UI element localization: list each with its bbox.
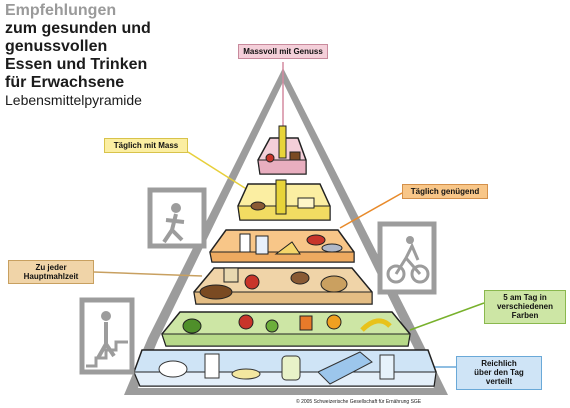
label-fuenf-am-tag: 5 am Tag in verschiedenen Farben bbox=[484, 290, 566, 324]
label-taeglich-genuegend: Täglich genügend bbox=[402, 184, 488, 200]
cyclist-pictogram bbox=[377, 221, 437, 295]
water-tap-icon bbox=[204, 353, 220, 379]
label-massvoll-text: Massvoll mit Genuss bbox=[243, 47, 323, 56]
copyright-credit: © 2005 Schweizerische Gesellschaft für E… bbox=[296, 399, 422, 405]
label-taeglich-genuegend-text: Täglich genügend bbox=[410, 187, 480, 196]
stairs-icon bbox=[86, 340, 128, 368]
soup-plate-icon bbox=[231, 368, 261, 380]
stairs-pictogram bbox=[147, 187, 207, 249]
label-hauptmahlzeit: Zu jeder Hauptmahlzeit bbox=[8, 260, 94, 285]
bread-loaf-icon bbox=[320, 275, 348, 293]
connector-taeglich-mass bbox=[187, 151, 249, 191]
tier-sweets bbox=[257, 125, 307, 175]
meat-icon bbox=[306, 234, 326, 246]
nuts-icon bbox=[250, 201, 266, 211]
title-line-2: zum gesunden und bbox=[5, 19, 151, 37]
connector-hauptmahlzeit bbox=[93, 271, 203, 277]
connector-taeglich-genuegend bbox=[339, 192, 403, 229]
chocolate-icon bbox=[289, 151, 301, 161]
title-line-3: genussvollen bbox=[5, 37, 108, 55]
teacup-icon bbox=[158, 360, 188, 378]
yogurt-icon bbox=[255, 235, 269, 255]
crispbread-icon bbox=[223, 267, 239, 283]
water-bottle-icon bbox=[317, 351, 373, 385]
orange-icon bbox=[326, 314, 342, 330]
title-line-4: Essen und Trinken bbox=[5, 55, 148, 73]
climbing-stairs-pictogram bbox=[79, 297, 135, 375]
label-reichlich: Reichlich über den Tag verteilt bbox=[456, 356, 542, 390]
water-glass-icon bbox=[379, 354, 395, 380]
tier-grains-potatoes bbox=[193, 267, 373, 305]
glass-jug-icon bbox=[281, 355, 301, 381]
connector-lines bbox=[93, 62, 485, 368]
vegetable-icon bbox=[182, 318, 202, 334]
subtitle: Lebensmittelpyramide bbox=[5, 91, 142, 108]
milk-carton-icon bbox=[239, 233, 251, 253]
label-fuenf-am-tag-line1: 5 am Tag in bbox=[503, 293, 547, 302]
oil-bottle-icon bbox=[275, 179, 287, 215]
title-block: Empfehlungen zum gesunden und genussvoll… bbox=[5, 2, 151, 108]
label-massvoll: Massvoll mit Genuss bbox=[238, 44, 328, 60]
label-taeglich-mass-text: Täglich mit Mass bbox=[113, 141, 179, 150]
tier-fruits-vegetables bbox=[161, 311, 411, 347]
potato-icon bbox=[290, 271, 310, 285]
butter-icon bbox=[297, 197, 315, 209]
title-line-1: Empfehlungen bbox=[5, 2, 117, 19]
label-taeglich-mass: Täglich mit Mass bbox=[104, 138, 188, 154]
juice-glass-icon bbox=[299, 315, 313, 331]
tier-beverages bbox=[133, 349, 437, 387]
title-line-5: für Erwachsene bbox=[5, 73, 125, 91]
bottle-icon bbox=[278, 125, 287, 159]
tier-oils-nuts bbox=[237, 179, 331, 221]
label-hauptmahlzeit-line2: Hauptmahlzeit bbox=[23, 272, 79, 282]
label-hauptmahlzeit-line1: Zu jeder bbox=[35, 263, 67, 272]
candy-icon bbox=[265, 153, 275, 163]
banana-icon bbox=[360, 318, 392, 332]
bicycle-icon bbox=[394, 242, 422, 275]
cheese-icon bbox=[274, 241, 301, 255]
label-reichlich-line1: Reichlich bbox=[481, 359, 517, 368]
tier-dairy-protein bbox=[209, 229, 355, 263]
tomato-icon bbox=[238, 314, 254, 330]
bread-icon bbox=[199, 284, 233, 300]
apple-icon bbox=[265, 319, 279, 333]
connector-fuenf-am-tag bbox=[409, 302, 485, 331]
label-reichlich-line2: über den Tag verteilt bbox=[474, 368, 524, 387]
fish-icon bbox=[321, 243, 343, 253]
label-fuenf-am-tag-line2: verschiedenen Farben bbox=[496, 302, 554, 321]
cereal-bowl-icon bbox=[244, 274, 260, 290]
running-person-icon bbox=[162, 213, 185, 244]
